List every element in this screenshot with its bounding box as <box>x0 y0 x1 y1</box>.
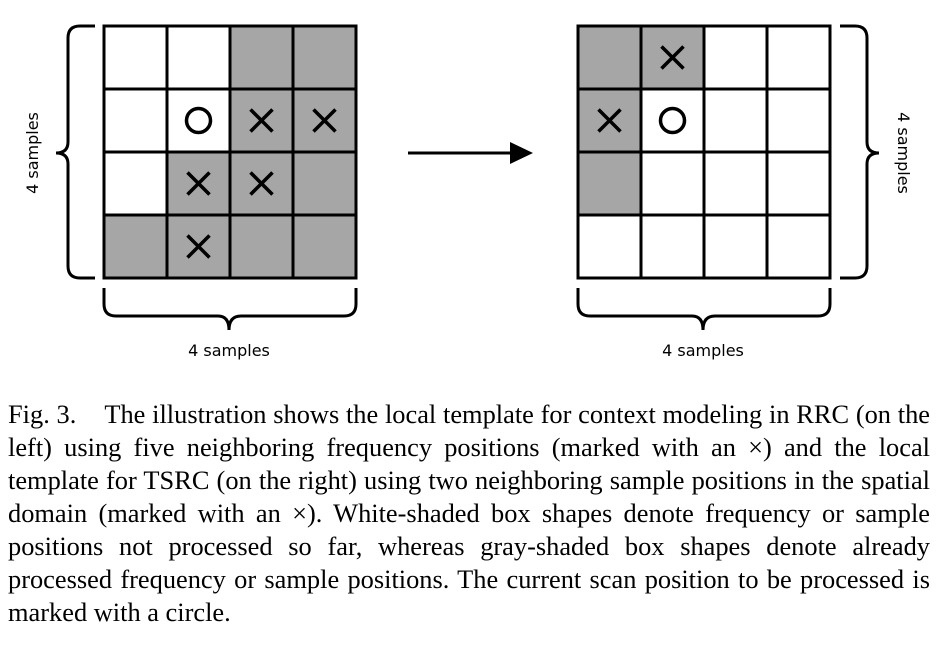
grid-cell-white <box>765 87 832 154</box>
grid-cell-white <box>639 150 706 217</box>
grid-cell-white <box>765 150 832 217</box>
grid-cell-gray <box>291 213 358 280</box>
right-horizontal-brace <box>576 288 832 331</box>
grid-cell-white <box>765 24 832 91</box>
grid-cell-gray <box>102 213 169 280</box>
right-side-label: 4 samples <box>894 112 913 194</box>
grid-cell-white <box>702 150 769 217</box>
grid-cell-white <box>702 213 769 280</box>
current-position-circle <box>184 106 213 135</box>
transition-arrow <box>408 142 533 164</box>
grid-cell-white <box>165 24 232 91</box>
right-vertical-brace <box>840 24 880 280</box>
grid-cell-gray <box>291 24 358 91</box>
grid-cell-white <box>102 87 169 154</box>
cross-mark <box>312 108 337 133</box>
grid-cell-white <box>576 213 643 280</box>
left-bottom-label: 4 samples <box>188 341 270 360</box>
grid-cell-white <box>639 213 706 280</box>
left-side-label: 4 samples <box>23 112 42 194</box>
caption-label: Fig. 3. <box>8 399 77 429</box>
cross-mark <box>186 234 211 259</box>
template-diagram: 4 samples 4 samples 4 samples 4 samples <box>23 24 913 360</box>
rrc-template-grid <box>102 24 358 280</box>
grid-cell-gray <box>576 24 643 91</box>
grid-cell-gray <box>291 150 358 217</box>
grid-cell-white <box>165 87 232 154</box>
cross-mark <box>660 45 685 70</box>
grid-cell-white <box>102 24 169 91</box>
cross-mark <box>186 171 211 196</box>
cross-mark <box>249 171 274 196</box>
grid-cell-white <box>639 87 706 154</box>
grid-cell-gray <box>228 213 295 280</box>
grid-cell-gray <box>228 24 295 91</box>
grid-cell-white <box>702 24 769 91</box>
tsrc-template-grid <box>576 24 832 280</box>
grid-cell-white <box>765 213 832 280</box>
cross-mark <box>249 108 274 133</box>
right-bottom-label: 4 samples <box>662 341 744 360</box>
left-vertical-brace <box>55 24 95 280</box>
caption-text: The illustration shows the local templat… <box>8 399 930 627</box>
cross-mark <box>597 108 622 133</box>
current-position-circle <box>658 106 687 135</box>
figure-caption: Fig. 3.The illustration shows the local … <box>8 398 930 629</box>
grid-cell-gray <box>576 150 643 217</box>
grid-cell-white <box>102 150 169 217</box>
grid-cell-white <box>702 87 769 154</box>
left-horizontal-brace <box>102 288 358 331</box>
